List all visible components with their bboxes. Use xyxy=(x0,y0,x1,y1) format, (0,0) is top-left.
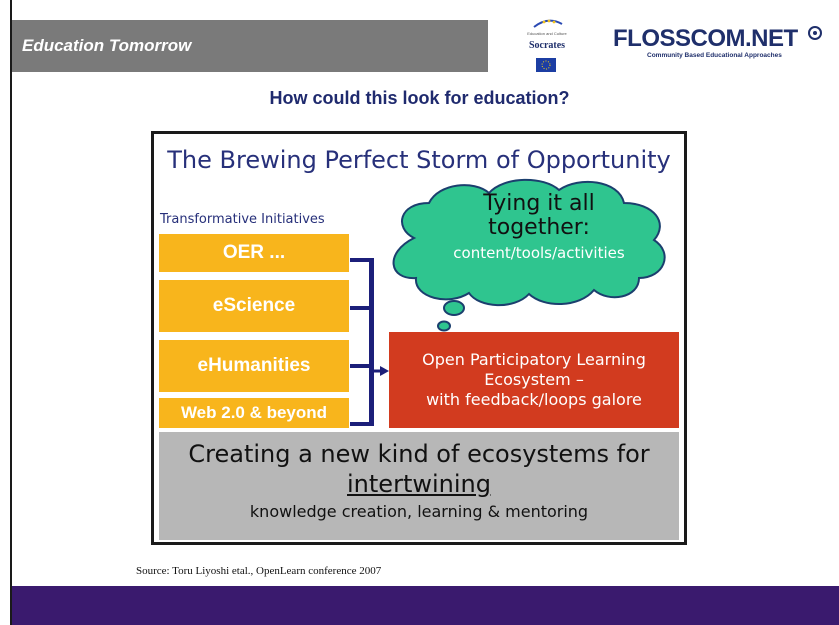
socrates-name: Socrates xyxy=(528,40,566,51)
initiative-ehumanities: eHumanities xyxy=(159,340,349,392)
cloud-text: Tying it all together: content/tools/act… xyxy=(389,191,689,263)
slide-heading: How could this look for education? xyxy=(269,88,570,108)
bottom-line-3: knowledge creation, learning & mentoring xyxy=(249,502,589,521)
connector-tick xyxy=(350,422,372,426)
initiatives-label: Transformative Initiatives xyxy=(160,212,325,227)
connector-tick xyxy=(350,258,372,262)
diagram-title: The Brewing Perfect Storm of Opportunity xyxy=(167,146,671,174)
header-title: Education Tomorrow xyxy=(22,36,192,55)
cloud-line-1: Tying it all xyxy=(483,191,595,216)
connector-bracket xyxy=(369,258,374,426)
flosscom-wordmark: FLOSSCOM.NET xyxy=(613,25,798,52)
socrates-small-text: Education and Culture xyxy=(527,31,567,36)
connector-tick xyxy=(350,306,372,310)
ring-icon xyxy=(808,26,822,40)
bottom-banner: Creating a new kind of ecosystems for in… xyxy=(159,432,679,540)
storm-diagram: The Brewing Perfect Storm of Opportunity… xyxy=(151,131,687,545)
connector-tick xyxy=(350,364,372,368)
eu-flag-icon xyxy=(536,58,556,72)
arrow-icon xyxy=(372,366,389,376)
initiative-web20: Web 2.0 & beyond xyxy=(159,398,349,428)
cloud-shape xyxy=(392,178,666,332)
flosscom-logo: FLOSSCOM.NET Community Based Educational… xyxy=(613,26,828,72)
slide-frame xyxy=(10,0,839,625)
socrates-logo: Education and Culture Socrates xyxy=(524,18,570,78)
cloud-line-3: content/tools/activities xyxy=(453,244,625,262)
ecosystem-line-3: with feedback/loops galore xyxy=(426,390,642,409)
bottom-line-2: intertwining xyxy=(347,470,491,498)
ecosystem-line-1: Open Participatory Learning xyxy=(422,350,646,369)
header-title-bar: Education Tomorrow xyxy=(12,20,488,72)
footer-bar xyxy=(12,586,839,625)
swoosh-icon xyxy=(533,19,563,28)
cloud-line-2: together: xyxy=(488,215,590,240)
initiative-oer: OER ... xyxy=(159,234,349,272)
ecosystem-line-2: Ecosystem – xyxy=(484,370,584,389)
initiative-escience: eScience xyxy=(159,280,349,332)
bottom-line-1: Creating a new kind of ecosystems for xyxy=(188,440,650,468)
ecosystem-box: Open Participatory Learning Ecosystem – … xyxy=(389,332,679,428)
source-citation: Source: Toru Liyoshi etal., OpenLearn co… xyxy=(136,565,382,577)
flosscom-tagline: Community Based Educational Approaches xyxy=(647,52,782,59)
